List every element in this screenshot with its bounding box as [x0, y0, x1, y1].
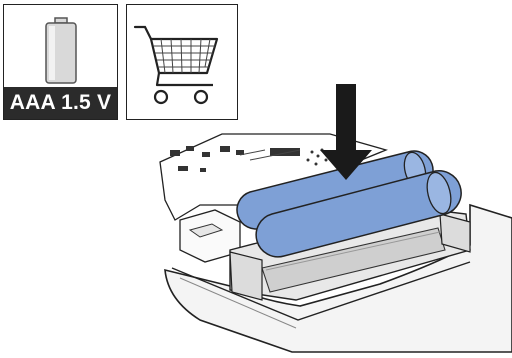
device-housing: [165, 205, 512, 352]
battery-spec-label: AAA 1.5 V: [4, 87, 117, 119]
battery-icon: [4, 5, 116, 89]
connector-block: [180, 210, 240, 262]
battery-type-panel: AAA 1.5 V: [3, 4, 118, 120]
insert-direction-arrow: [320, 84, 372, 180]
aaa-battery-front: [256, 170, 461, 257]
aaa-battery-back: [237, 150, 433, 229]
circuit-board: [160, 134, 386, 220]
purchase-hint-panel: [126, 4, 238, 120]
battery-tray: [230, 206, 470, 300]
shopping-cart-icon: [127, 5, 237, 119]
